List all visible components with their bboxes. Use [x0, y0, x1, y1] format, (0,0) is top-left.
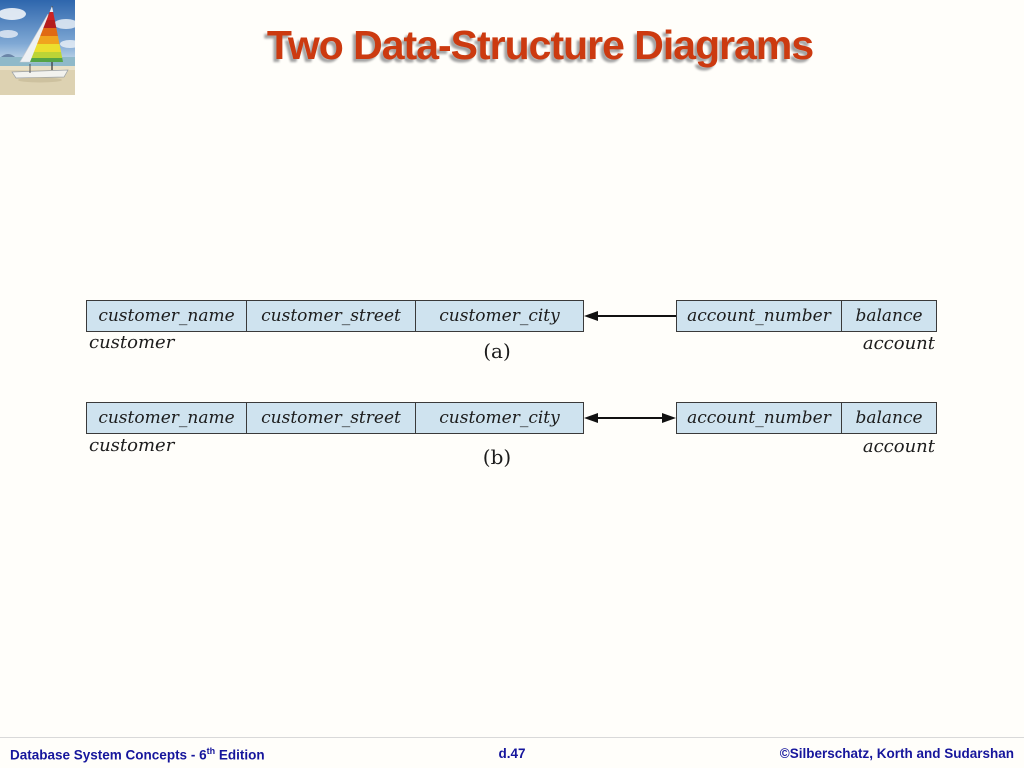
account-table-b: account_number balance — [676, 402, 937, 434]
field-customer-street: customer_street — [247, 301, 416, 331]
account-table-a: account_number balance — [676, 300, 937, 332]
account-table-label-a: account — [862, 333, 935, 354]
customer-table-label-a: customer — [89, 332, 175, 353]
field-customer-city: customer_city — [439, 306, 560, 326]
double-headed-arrow-icon — [584, 413, 676, 423]
footer-edition-sup: th — [206, 746, 216, 756]
field-customer-name: customer_name — [87, 301, 247, 331]
footer-authors: ©Silberschatz, Korth and Sudarshan — [779, 746, 1014, 761]
field-customer-city: customer_city — [439, 408, 560, 428]
single-left-arrow-icon — [584, 311, 676, 321]
field-balance: balance — [855, 408, 923, 428]
sailboat-beach-image — [0, 0, 75, 95]
slide-title: Two Data-Structure Diagrams — [266, 22, 814, 68]
footer-book-title-text: Database System Concepts - 6 — [10, 747, 207, 763]
field-account-number: account_number — [677, 403, 842, 433]
customer-table-label-b: customer — [89, 435, 175, 456]
field-account-number: account_number — [677, 301, 842, 331]
hull — [11, 69, 69, 79]
footer: Database System Concepts - 6th Edition d… — [0, 746, 1024, 768]
footer-page-number: d.47 — [498, 746, 526, 761]
customer-table-a: customer_name customer_street customer_c… — [86, 300, 584, 332]
account-table-label-b: account — [862, 436, 935, 457]
caption-a: (a) — [483, 339, 511, 363]
caption-b: (b) — [482, 445, 512, 469]
footer-divider — [0, 737, 1024, 738]
field-balance: balance — [855, 306, 923, 326]
footer-book-title: Database System Concepts - 6th Edition — [10, 746, 265, 763]
field-customer-street: customer_street — [247, 403, 416, 433]
customer-table-b: customer_name customer_street customer_c… — [86, 402, 584, 434]
footer-edition-suffix: Edition — [215, 747, 265, 763]
field-customer-name: customer_name — [87, 403, 247, 433]
